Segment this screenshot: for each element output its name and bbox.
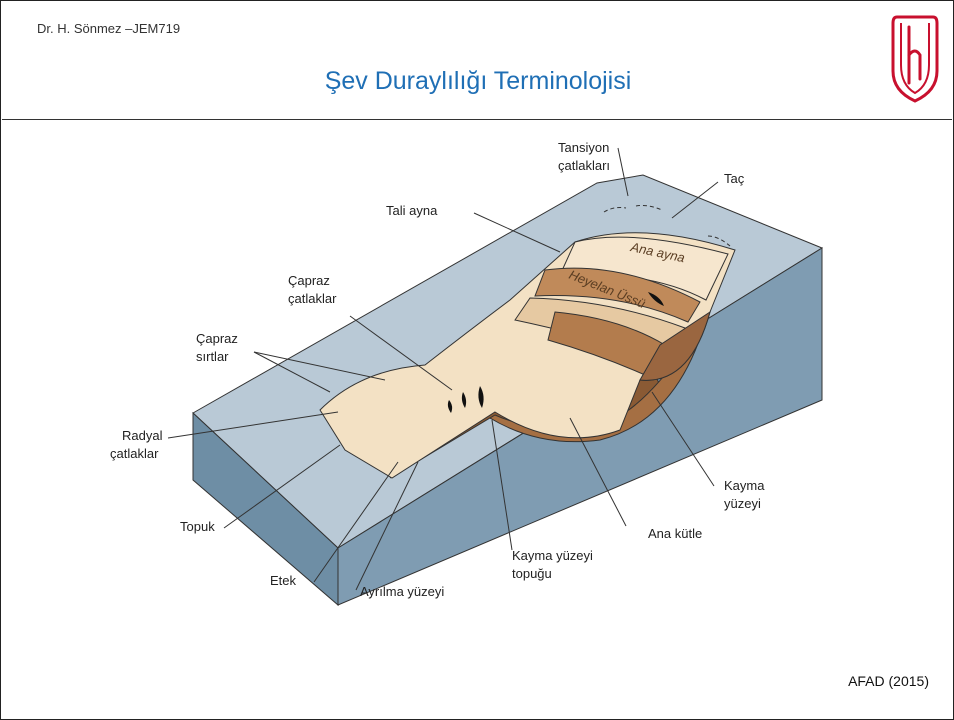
label-tension-cracks: Tansiyon [558,140,609,155]
label-transverse-cracks: Çapraz [288,273,330,288]
label-transverse-cracks: çatlaklar [288,291,337,306]
label-foot: Etek [270,573,297,588]
label-transverse-ridges: sırtlar [196,349,229,364]
label-minor-scarp: Tali ayna [386,203,438,218]
label-radial-cracks: çatlaklar [110,446,159,461]
label-main-body: Ana kütle [648,526,702,541]
label-crown: Taç [724,171,745,186]
label-toe: Topuk [180,519,215,534]
label-radial-cracks: Radyal [122,428,163,443]
label-rupture-surface: Kayma [724,478,765,493]
label-tension-cracks: çatlakları [558,158,610,173]
label-separation-surface: Ayrılma yüzeyi [360,584,444,599]
label-rupture-toe: Kayma yüzeyi [512,548,593,563]
label-transverse-ridges: Çapraz [196,331,238,346]
label-rupture-toe: topuğu [512,566,552,581]
label-rupture-surface: yüzeyi [724,496,761,511]
